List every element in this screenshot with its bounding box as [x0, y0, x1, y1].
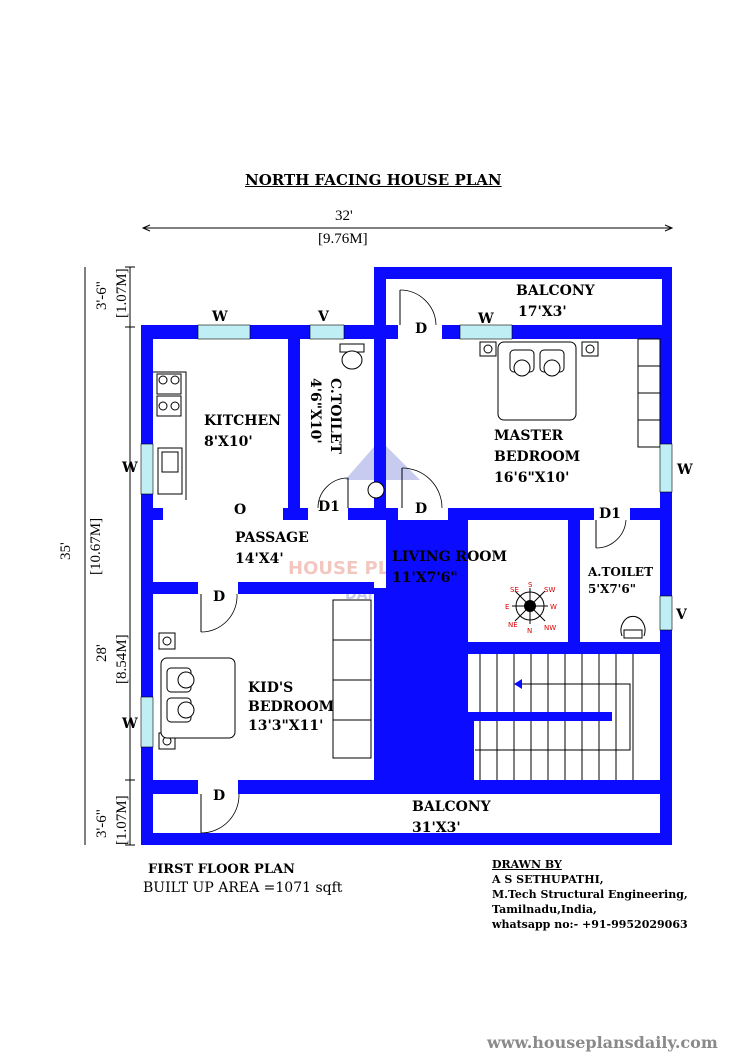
- kitchen-window-label: W: [211, 309, 228, 325]
- drawn-by-name: A S SETHUPATHI,: [492, 873, 604, 886]
- kids-size: 13'3"X11': [248, 718, 323, 734]
- windows: [140, 324, 673, 748]
- master-name-2: BEDROOM: [494, 449, 580, 465]
- mid-m-label: [8.54M]: [114, 634, 130, 684]
- atoilet-size: 5'X7'6": [588, 582, 636, 596]
- kitchen-window: [197, 324, 251, 340]
- compass-w: W: [550, 603, 557, 611]
- ctoilet-drain-icon: [367, 481, 385, 499]
- kitchen-opening-label: O: [234, 502, 246, 518]
- drawn-by-heading: DRAWN BY: [492, 858, 562, 871]
- doors: [163, 289, 630, 834]
- width-ft-label: 32': [335, 208, 353, 224]
- master-window-east: [659, 443, 673, 493]
- passage-name: PASSAGE: [235, 530, 309, 546]
- top-ft-label: 3'-6": [94, 281, 110, 310]
- total-m-label: [10.67M]: [88, 518, 104, 575]
- kids-window-west: [140, 696, 154, 748]
- ctoilet-size: 4'6"X10': [307, 378, 323, 444]
- atoilet-ventilator-label: V: [675, 607, 688, 623]
- mid-ft-label: 28': [94, 644, 110, 662]
- floor-plan-name: FIRST FLOOR PLAN: [148, 862, 295, 877]
- master-window-label: W: [477, 311, 494, 327]
- balcony-top-name: BALCONY: [516, 283, 596, 299]
- sink-icon: [157, 447, 183, 495]
- wardrobes: [332, 338, 661, 759]
- drawn-by-location: Tamilnadu,India,: [492, 903, 597, 916]
- master-name-1: MASTER: [494, 428, 564, 444]
- compass-sw: SW: [544, 586, 555, 594]
- compass-rose-icon: [512, 588, 548, 624]
- dimension-lines: [84, 224, 674, 846]
- ctoilet-ventilator: [309, 324, 345, 340]
- top-m-label: [1.07M]: [114, 268, 130, 318]
- compass-s: S: [528, 581, 533, 589]
- compass-n: N: [527, 627, 532, 635]
- passage-size: 14'X4': [235, 551, 284, 567]
- drawn-by-contact: whatsapp no:- +91-9952029063: [492, 918, 688, 931]
- kitchen-window-west: [140, 443, 154, 495]
- bottom-balcony-door-label: D: [213, 788, 225, 804]
- total-ft-label: 35': [58, 542, 74, 560]
- ctoilet-name: C.TOILET: [327, 378, 343, 454]
- master-size: 16'6"X10': [494, 470, 569, 486]
- master-window-north: [459, 324, 513, 340]
- stair-arrow-icon: [514, 679, 522, 689]
- kitchen-counter: [153, 371, 187, 500]
- compass-ne: NE: [508, 621, 518, 629]
- plan-title: NORTH FACING HOUSE PLAN: [245, 171, 502, 189]
- balcony-top-size: 17'X3': [518, 304, 567, 320]
- built-up-area: BUILT UP AREA =1071 sqft: [143, 880, 343, 896]
- kids-name-2: BEDROOM: [248, 699, 334, 715]
- staircase: [475, 654, 660, 780]
- compass-se: SE: [510, 586, 519, 594]
- width-m-label: [9.76M]: [318, 231, 368, 247]
- master-bed: [479, 341, 599, 421]
- bottom-m-label: [1.07M]: [114, 795, 130, 845]
- master-door-label: D: [415, 501, 427, 517]
- compass-nw: NW: [544, 624, 556, 632]
- living-size: 11'X7'6": [392, 570, 458, 586]
- bottom-ft-label: 3'-6": [94, 809, 110, 838]
- atoilet-ventilator: [659, 595, 673, 631]
- ctoilet-door-label: D1: [318, 499, 340, 515]
- compass-e: E: [505, 603, 509, 611]
- toilet-fixtures: [339, 343, 646, 639]
- kids-bed: [158, 632, 236, 750]
- kids-name-1: KID'S: [248, 680, 293, 696]
- kids-door-label: D: [213, 589, 225, 605]
- balcony-door-label: D: [415, 321, 427, 337]
- stove-icon-2: [156, 395, 182, 417]
- kitchen-name: KITCHEN: [204, 413, 281, 429]
- kids-window-label: W: [121, 716, 138, 732]
- atoilet-name: A.TOILET: [587, 565, 653, 579]
- website-link[interactable]: www.houseplansdaily.com: [487, 1033, 718, 1052]
- east-window-label: W: [676, 462, 693, 478]
- kitchen-size: 8'X10': [204, 434, 253, 450]
- living-name: LIVING ROOM: [392, 549, 507, 565]
- stove-icon: [156, 373, 182, 395]
- balcony-bottom-name: BALCONY: [412, 799, 492, 815]
- west-window-label: W: [121, 460, 138, 476]
- balcony-bottom-size: 31'X3': [412, 820, 461, 836]
- atoilet-door-label: D1: [599, 506, 621, 522]
- drawn-by-qualification: M.Tech Structural Engineering,: [492, 888, 688, 901]
- ctoilet-ventilator-label: V: [317, 309, 330, 325]
